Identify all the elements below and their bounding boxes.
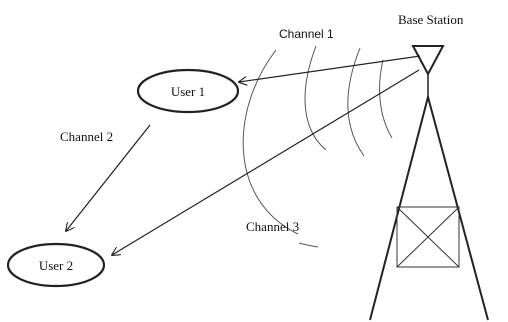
user-1-node: User 1 bbox=[136, 68, 240, 114]
user-2-ellipse bbox=[6, 242, 106, 288]
tower-brace bbox=[396, 206, 460, 268]
user-2-node: User 2 bbox=[6, 242, 106, 288]
wave-arc bbox=[298, 242, 319, 248]
arrow-channel-3 bbox=[112, 69, 420, 255]
user-1-label: User 1 bbox=[171, 84, 205, 99]
radio-waves bbox=[242, 45, 393, 248]
antenna-icon bbox=[411, 45, 445, 77]
tower-outline bbox=[369, 93, 489, 321]
wave-arc bbox=[304, 45, 327, 151]
user-2-label: User 2 bbox=[39, 258, 73, 273]
wave-arc bbox=[347, 47, 365, 157]
channel-arrows bbox=[66, 55, 421, 255]
base-station-label: Base Station bbox=[398, 12, 464, 27]
tower-lattice bbox=[396, 206, 460, 268]
user-1-ellipse bbox=[136, 68, 240, 114]
channel-1-label: Channel 1 bbox=[279, 27, 334, 41]
channel-2-label: Channel 2 bbox=[60, 129, 113, 144]
channel-3-label: Channel 3 bbox=[246, 219, 299, 234]
wave-arc bbox=[242, 49, 299, 235]
base-station-tower bbox=[369, 45, 489, 321]
arrow-channel-1 bbox=[239, 55, 421, 82]
arrow-channel-2 bbox=[66, 124, 151, 231]
wave-arc bbox=[379, 59, 393, 139]
